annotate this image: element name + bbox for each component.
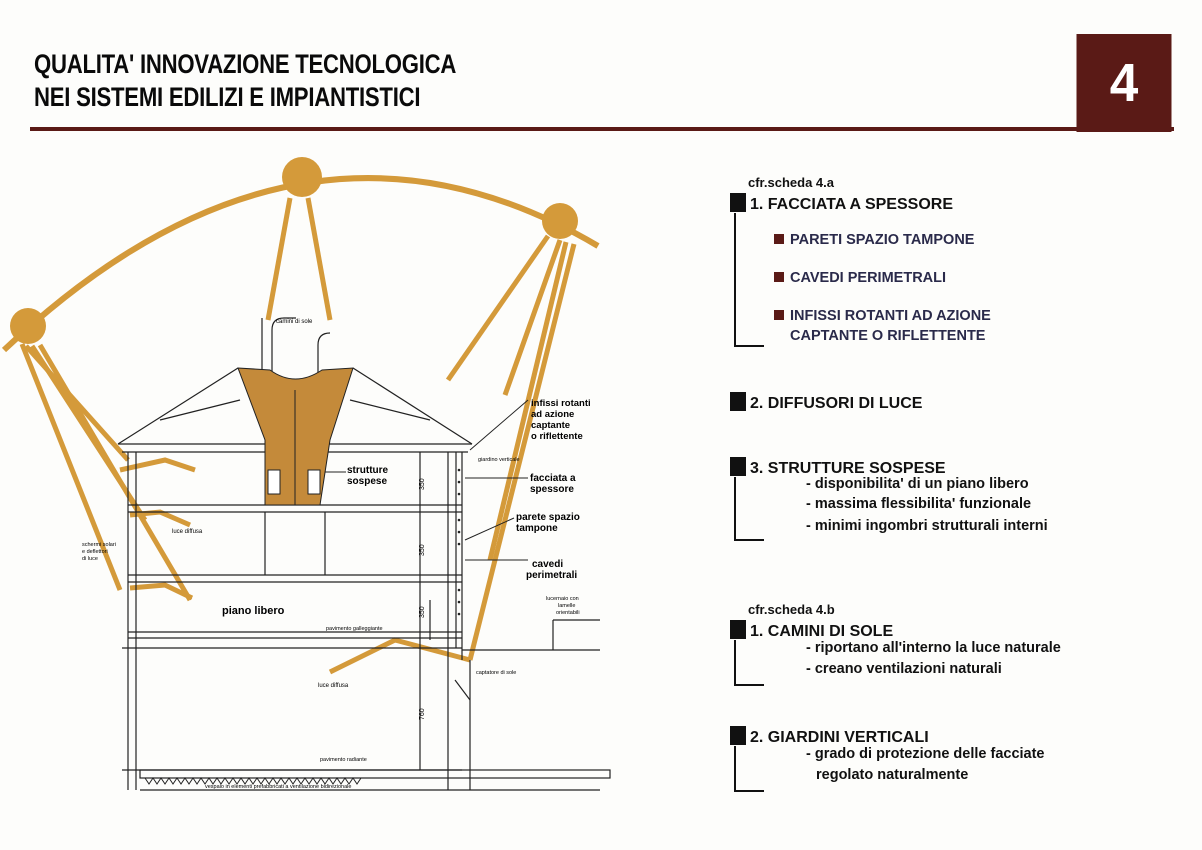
label-schermi-2: e deflettori	[82, 549, 108, 555]
section-marker	[730, 193, 746, 212]
label-facciata-1: facciata a	[530, 473, 576, 484]
point-ventilazioni: - creano ventilazioni naturali	[806, 661, 1002, 677]
page-number-badge: 4	[1076, 34, 1172, 132]
section-marker	[730, 457, 746, 476]
point-protezione-facciate: - grado di protezione delle facciate	[806, 746, 1045, 762]
section-marker	[730, 392, 746, 411]
section-title: 1. CAMINI DI SOLE	[750, 623, 894, 640]
floor-hatch	[144, 777, 362, 785]
label-cavedi-1: cavedi	[532, 559, 563, 570]
bracket-facciata	[734, 213, 764, 347]
label-camini-di-sole: camini di sole	[276, 319, 313, 325]
label-infissi-2: ad azione	[531, 409, 574, 420]
bracket-giardini	[734, 746, 764, 792]
label-piano-libero: piano libero	[222, 605, 285, 617]
section-title: 3. STRUTTURE SOSPESE	[750, 460, 946, 477]
label-lucernaio-2: lamelle	[558, 603, 575, 609]
label-strutture-1: strutture	[347, 465, 389, 476]
section-camini-di-sole: 1. CAMINI DI SOLE	[730, 620, 893, 641]
section-facciata-a-spessore: 1. FACCIATA A SPESSORE	[730, 193, 953, 214]
section-title: 2. GIARDINI VERTICALI	[750, 729, 929, 746]
sub-captante-riflettente: CAPTANTE O RIFLETTENTE	[790, 328, 986, 344]
window-right	[307, 469, 321, 495]
reference-scheda-4a: cfr.scheda 4.a	[748, 175, 834, 190]
sun-right	[542, 203, 578, 239]
window-left	[267, 469, 281, 495]
point-piano-libero: - disponibilita' di un piano libero	[806, 476, 1029, 492]
label-schermi-3: di luce	[82, 556, 98, 562]
label-giardino-verticale: giardino verticale	[478, 457, 520, 463]
label-infissi-4: o riflettente	[531, 431, 583, 442]
section-marker	[730, 620, 746, 639]
point-luce-naturale: - riportano all'interno la luce naturale	[806, 640, 1061, 656]
label-cavedi-2: perimetrali	[526, 570, 577, 581]
section-giardini-verticali: 2. GIARDINI VERTICALI	[730, 726, 929, 747]
section-title: 1. FACCIATA A SPESSORE	[750, 196, 953, 213]
page-title: QUALITA' INNOVAZIONE TECNOLOGICA NEI SIS…	[34, 48, 456, 114]
label-luce-diffusa-2: luce diffusa	[318, 683, 349, 689]
bullet-icon	[774, 234, 784, 244]
label-facciata-2: spessore	[530, 484, 574, 495]
label-pavimento-radiante: pavimento radiante	[320, 757, 367, 763]
label-schermi-1: schermi solari	[82, 542, 116, 548]
label-captatore: captatore di sole	[476, 670, 516, 676]
building-section-diagram: camini di sole infissi rotanti ad azione…	[1, 157, 611, 791]
bullet-icon	[774, 272, 784, 282]
label-parete-1: parete spazio	[516, 512, 580, 523]
label-infissi-3: captante	[531, 420, 570, 431]
vertical-garden	[457, 468, 461, 616]
dimension-350-middle: 350	[419, 544, 426, 556]
label-vespaio: vespaio in elementi prefabbricati a vent…	[205, 784, 351, 790]
point-ingombri: - minimi ingombri strutturali interni	[806, 518, 1048, 534]
sub-infissi-rotanti: INFISSI ROTANTI AD AZIONE	[774, 308, 991, 324]
section-title: 2. DIFFUSORI DI LUCE	[750, 395, 923, 412]
dimension-760: 760	[419, 708, 426, 720]
bullet-icon	[774, 310, 784, 320]
point-regolato-naturalmente: regolato naturalmente	[816, 767, 969, 783]
sun-top	[282, 157, 322, 197]
sub-cavedi-perimetrali: CAVEDI PERIMETRALI	[774, 270, 946, 286]
bracket-camini	[734, 640, 764, 686]
label-infissi-1: infissi rotanti	[531, 398, 591, 409]
label-parete-2: tampone	[516, 523, 558, 534]
callout-leaders	[325, 399, 529, 561]
section-marker	[730, 726, 746, 745]
dimension-350-top: 350	[419, 478, 426, 490]
section-strutture-sospese: 3. STRUTTURE SOSPESE	[730, 457, 946, 478]
dimension-350-bottom: 350	[419, 606, 426, 618]
header-rule	[30, 127, 1174, 131]
section-diffusori-di-luce: 2. DIFFUSORI DI LUCE	[730, 392, 922, 413]
label-luce-diffusa-1: luce diffusa	[172, 529, 203, 535]
label-lucernaio-1: lucernaio con	[546, 596, 579, 602]
title-line-1: QUALITA' INNOVAZIONE TECNOLOGICA	[34, 49, 457, 79]
label-lucernaio-3: orientabili	[556, 610, 580, 616]
sun-left	[10, 308, 46, 344]
label-pavimento-galleggiante: pavimento galleggiante	[326, 626, 383, 632]
label-strutture-2: sospese	[347, 476, 387, 487]
title-line-2: NEI SISTEMI EDILIZI E IMPIANTISTICI	[34, 82, 421, 112]
bracket-strutture	[734, 477, 764, 541]
reference-scheda-4b: cfr.scheda 4.b	[748, 602, 835, 617]
point-flessibilita: - massima flessibilita' funzionale	[806, 496, 1032, 512]
sub-pareti-spazio-tampone: PARETI SPAZIO TAMPONE	[774, 232, 974, 248]
